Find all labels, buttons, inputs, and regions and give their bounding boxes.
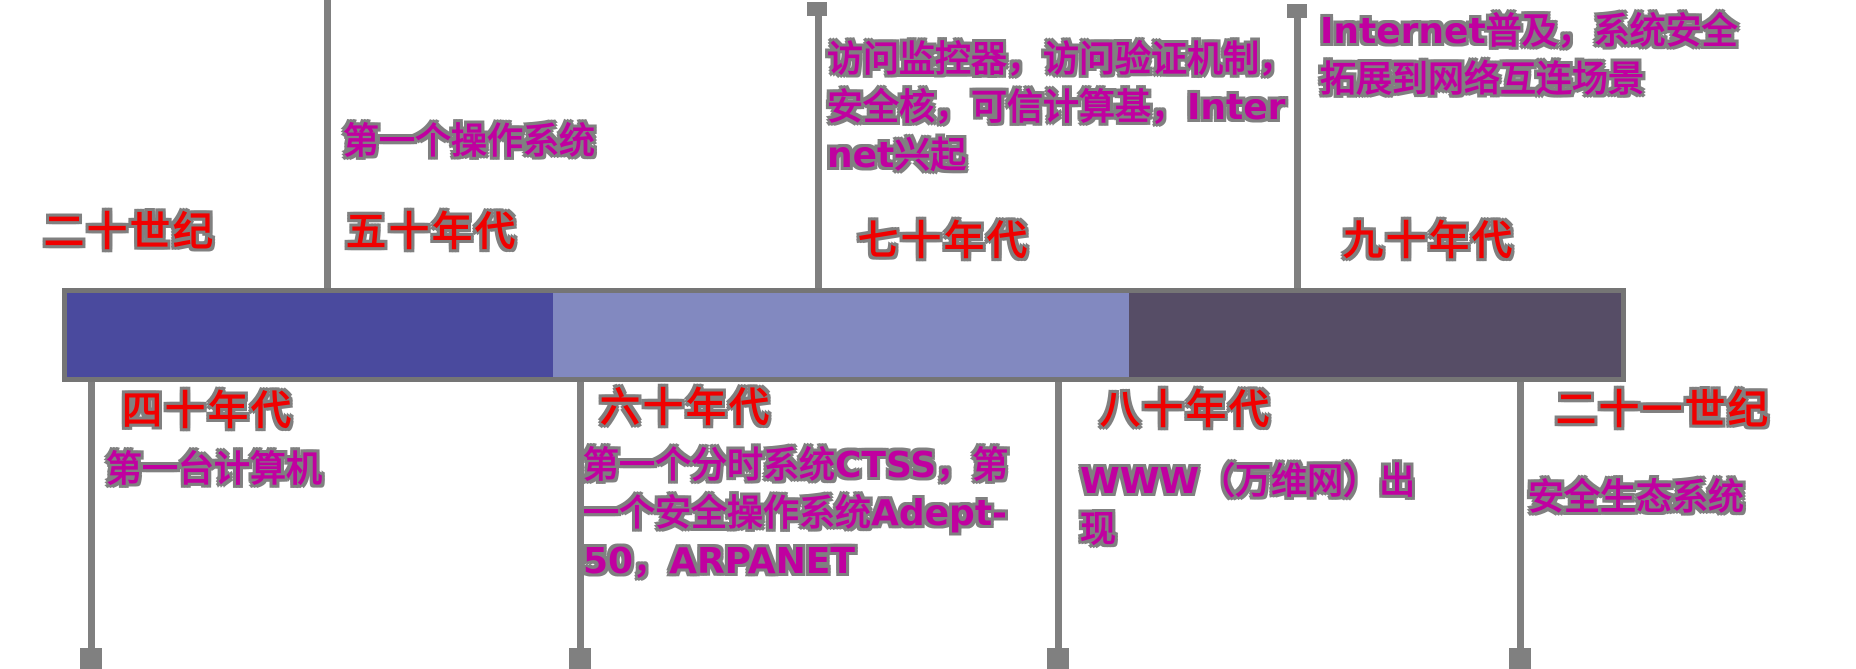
tick-21st-century	[1517, 380, 1524, 652]
era-label-70s: 七十年代	[858, 218, 1030, 264]
bar-segment-3	[1129, 293, 1621, 377]
era-label-80s: 八十年代	[1100, 387, 1272, 433]
tick-70s	[815, 4, 822, 289]
era-label-90s: 九十年代	[1343, 218, 1515, 264]
tick-50s	[324, 0, 331, 289]
timeline-bar	[62, 288, 1626, 382]
era-description-60s: 第一个分时系统CTSS，第一个安全操作系统Adept-50，ARPANET	[583, 445, 1009, 582]
era-label-20th-century: 二十世纪	[44, 209, 216, 255]
tick-21st-century-cap	[1509, 648, 1531, 669]
era-label-60s: 六十年代	[600, 385, 772, 431]
era-label-50s: 五十年代	[346, 209, 518, 255]
bar-segment-1	[67, 293, 553, 377]
tick-80s	[1055, 380, 1062, 652]
tick-40s-cap	[80, 648, 102, 669]
era-description-90s: Internet普及，系统安全拓展到网络互连场景	[1320, 11, 1738, 100]
tick-90s	[1294, 6, 1301, 289]
era-description-70s: 访问监控器，访问验证机制，安全核，可信计算基，Internet兴起	[827, 39, 1296, 176]
bar-segment-2	[553, 293, 1129, 377]
era-description-40s: 第一台计算机	[106, 449, 323, 490]
tick-40s	[88, 380, 95, 652]
era-description-21st-century: 安全生态系统	[1528, 477, 1745, 518]
tick-60s-cap	[569, 648, 591, 669]
tick-60s	[577, 380, 584, 652]
tick-80s-cap	[1047, 648, 1069, 669]
era-description-80s: WWW（万维网）出现	[1080, 461, 1416, 550]
era-label-21st-century: 二十一世纪	[1556, 387, 1771, 433]
era-description-50s: 第一个操作系统	[343, 121, 596, 162]
era-label-40s: 四十年代	[122, 388, 294, 434]
